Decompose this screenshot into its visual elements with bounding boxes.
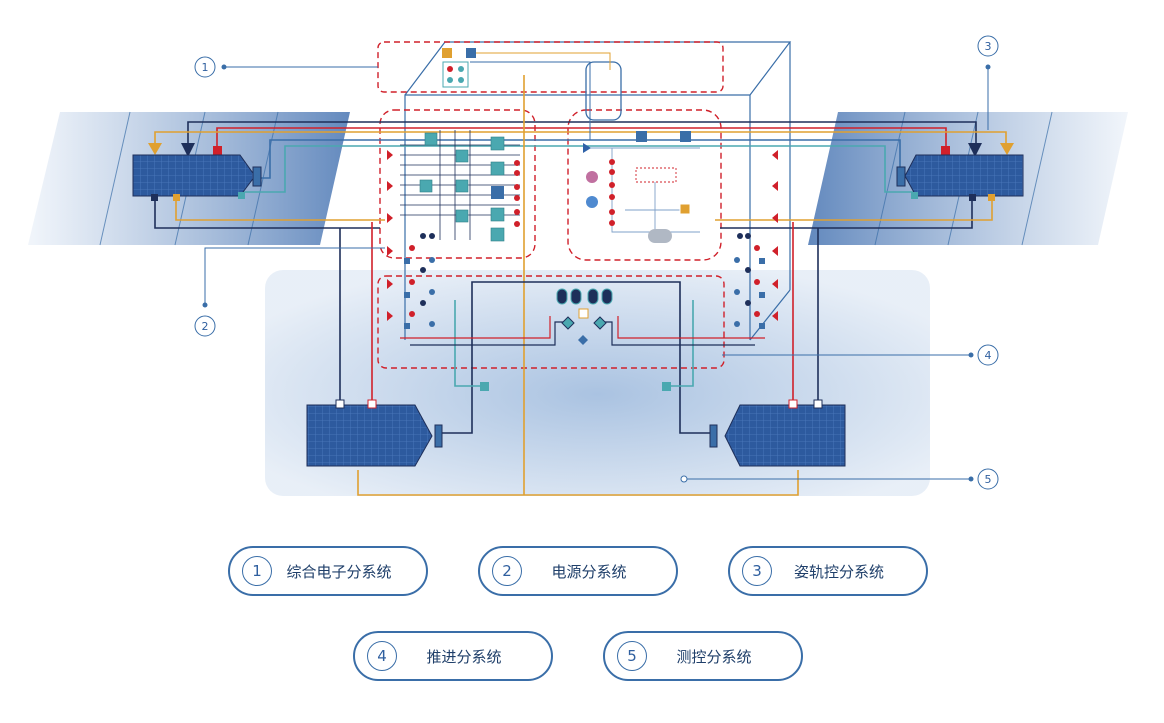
legend-label: 综合电子分系统	[286, 562, 392, 581]
svg-text:4: 4	[985, 349, 992, 362]
svg-text:3: 3	[985, 40, 992, 53]
thruster-icon	[387, 150, 778, 321]
legend-number: 1	[242, 556, 272, 586]
callout-1: 1	[194, 56, 216, 78]
legend-item-avionics: 1 综合电子分系统	[228, 546, 428, 596]
region-power	[379, 109, 536, 259]
legend-label: 电源分系统	[551, 562, 627, 581]
solar-panel-icon	[132, 154, 262, 201]
callout-4: 4	[977, 344, 999, 366]
valve-icon	[561, 308, 607, 345]
solar-panel-icon	[709, 399, 846, 467]
callout-5: 5	[977, 468, 999, 490]
region-propulsion	[377, 275, 725, 369]
legend-number: 3	[742, 556, 772, 586]
legend-number: 2	[492, 556, 522, 586]
svg-text:1: 1	[202, 61, 209, 74]
solar-panel-icon	[306, 399, 443, 467]
solar-panel-icon	[896, 154, 1024, 201]
legend-label: 测控分系统	[676, 647, 752, 666]
legend-number: 5	[617, 641, 647, 671]
legend-label: 推进分系统	[426, 647, 502, 666]
svg-text:2: 2	[202, 320, 209, 333]
region-aocs	[567, 109, 722, 261]
legend-item-aocs: 3 姿轨控分系统	[728, 546, 928, 596]
svg-text:5: 5	[985, 473, 992, 486]
callout-3: 3	[977, 35, 999, 57]
legend-item-ttc: 5 测控分系统	[603, 631, 803, 681]
legend-number: 4	[367, 641, 397, 671]
legend-item-propulsion: 4 推进分系统	[353, 631, 553, 681]
legend-label: 姿轨控分系统	[793, 562, 884, 581]
callout-2: 2	[194, 315, 216, 337]
region-avionics-bus	[585, 61, 622, 121]
legend-item-power: 2 电源分系统	[478, 546, 678, 596]
region-avionics-top	[377, 41, 724, 93]
tank-icon	[556, 288, 613, 305]
